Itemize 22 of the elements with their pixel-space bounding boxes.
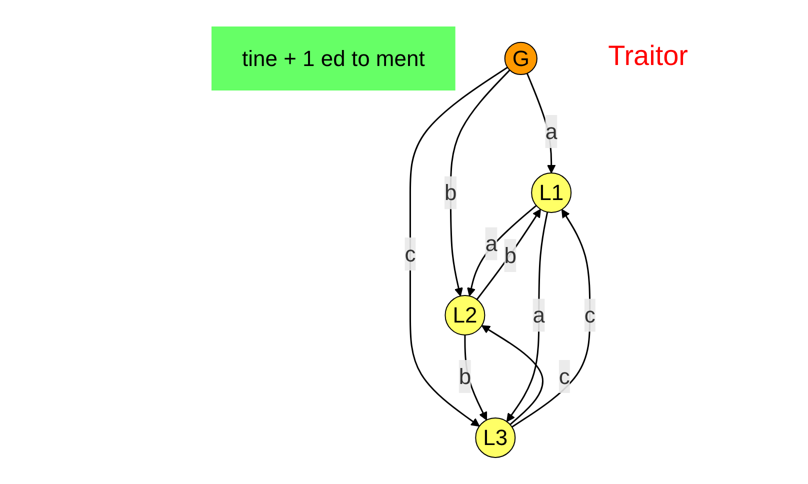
edge-label: c	[405, 241, 416, 266]
node-box: tine + 1 ed to ment	[212, 26, 456, 90]
arrow	[506, 212, 548, 422]
node-circle: L3	[475, 417, 516, 458]
edge-label: c	[584, 302, 596, 328]
arrow	[410, 66, 508, 426]
edge-label: b	[504, 242, 517, 268]
node-circle: L2	[445, 294, 486, 336]
edge-label: b	[459, 364, 472, 389]
node-caption: Traitor	[608, 40, 688, 71]
arrow	[512, 208, 591, 428]
node-circle: G	[504, 42, 538, 75]
arrow	[482, 324, 544, 425]
edge-label: a	[546, 118, 558, 144]
arrow	[476, 208, 542, 300]
arrow	[467, 204, 538, 296]
edge-label: a	[486, 231, 498, 256]
node-circle: L1	[531, 172, 572, 213]
edge-label: c	[559, 364, 570, 389]
edge-label: b	[444, 180, 458, 206]
arrow	[450, 69, 511, 296]
edge-label: a	[533, 302, 546, 328]
